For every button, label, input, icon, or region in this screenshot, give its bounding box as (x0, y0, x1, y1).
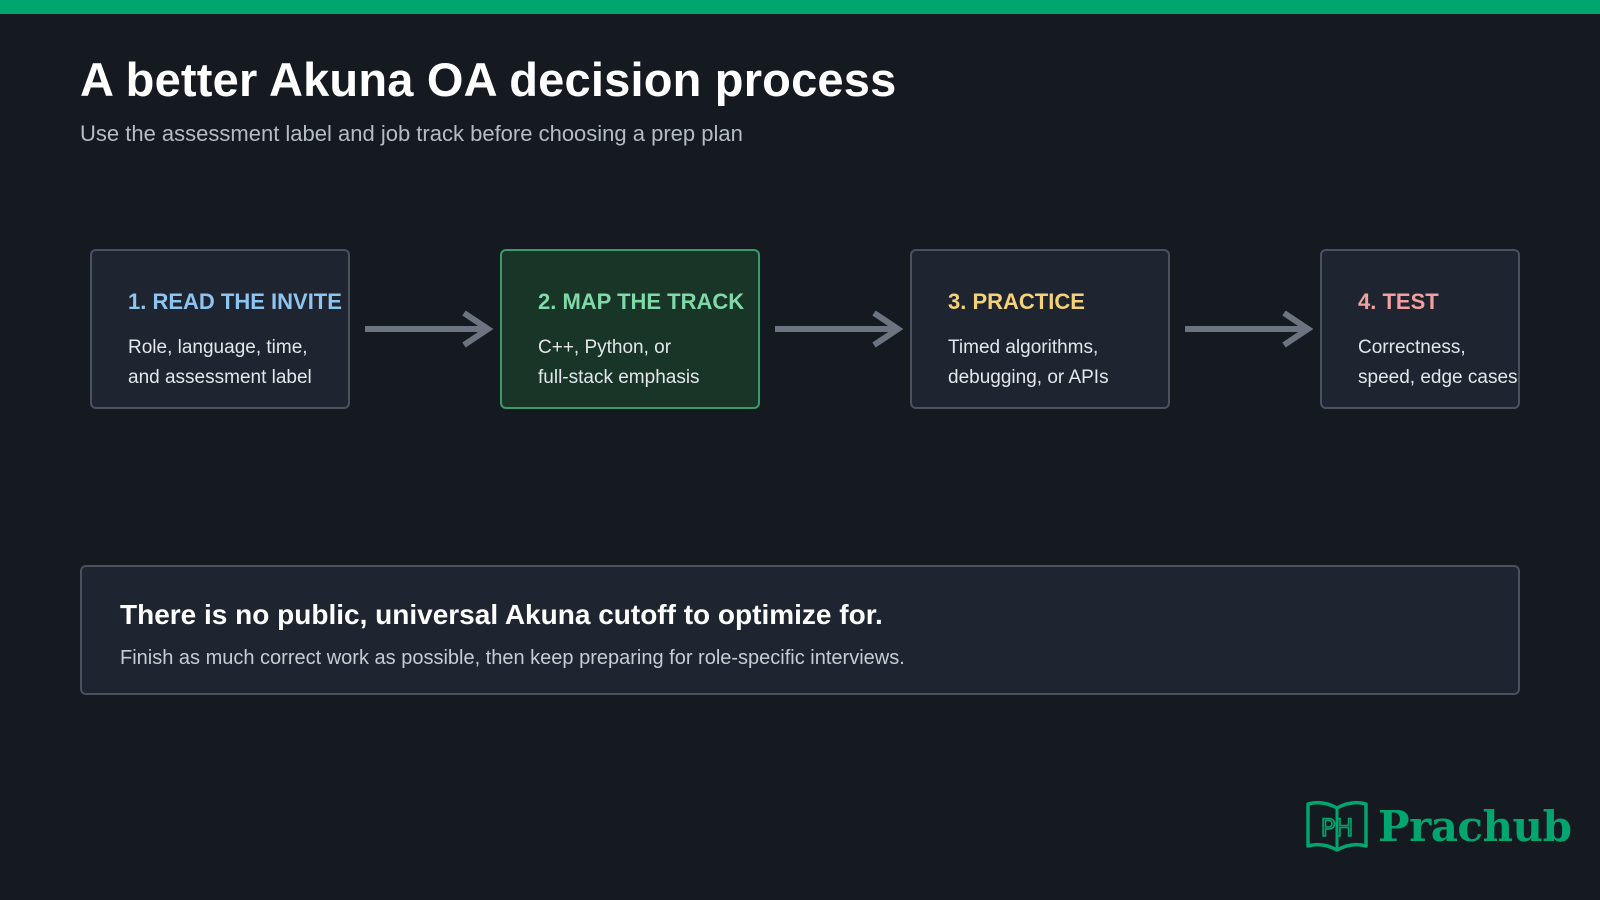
step-description-line: Timed algorithms, (948, 337, 1099, 358)
step-description: C++, Python, or full-stack emphasis (538, 333, 700, 393)
book-icon: PH (1306, 800, 1368, 852)
brand-logo: PH Prachub (1302, 796, 1572, 856)
step-description-line: Correctness, (1358, 337, 1466, 358)
step-card-test: 4. TEST Correctness, speed, edge cases (1320, 249, 1520, 409)
step-title: 1. READ THE INVITE (128, 289, 342, 314)
step-title: 4. TEST (1358, 289, 1439, 314)
brand-name: Prachub (1378, 801, 1572, 851)
step-card-practice: 3. PRACTICE Timed algorithms, debugging,… (910, 249, 1170, 409)
step-description-line: Role, language, time, (128, 337, 308, 358)
step-description-line: and assessment label (128, 367, 312, 388)
page-subtitle: Use the assessment label and job track b… (80, 121, 743, 146)
step-title: 2. MAP THE TRACK (538, 289, 745, 314)
step-description-line: debugging, or APIs (948, 367, 1109, 388)
step-title: 3. PRACTICE (948, 289, 1085, 314)
step-description-line: C++, Python, or (538, 337, 672, 358)
step-description: Correctness, speed, edge cases (1358, 333, 1518, 393)
callout-box: There is no public, universal Akuna cuto… (80, 565, 1520, 695)
arrow-right-icon (770, 304, 910, 354)
step-description: Role, language, time, and assessment lab… (128, 333, 312, 393)
step-card-read-invite: 1. READ THE INVITE Role, language, time,… (90, 249, 350, 409)
step-description: Timed algorithms, debugging, or APIs (948, 333, 1109, 393)
step-description-line: speed, edge cases (1358, 367, 1518, 388)
step-card-map-track: 2. MAP THE TRACK C++, Python, or full-st… (500, 249, 760, 409)
callout-headline: There is no public, universal Akuna cuto… (120, 599, 883, 630)
arrow-right-icon (360, 304, 500, 354)
callout-text: Finish as much correct work as possible,… (120, 647, 905, 669)
brand-mark-text: PH (1321, 814, 1354, 842)
page-title: A better Akuna OA decision process (80, 53, 897, 106)
top-accent-bar (0, 0, 1600, 14)
step-description-line: full-stack emphasis (538, 367, 700, 388)
arrow-right-icon (1180, 304, 1320, 354)
